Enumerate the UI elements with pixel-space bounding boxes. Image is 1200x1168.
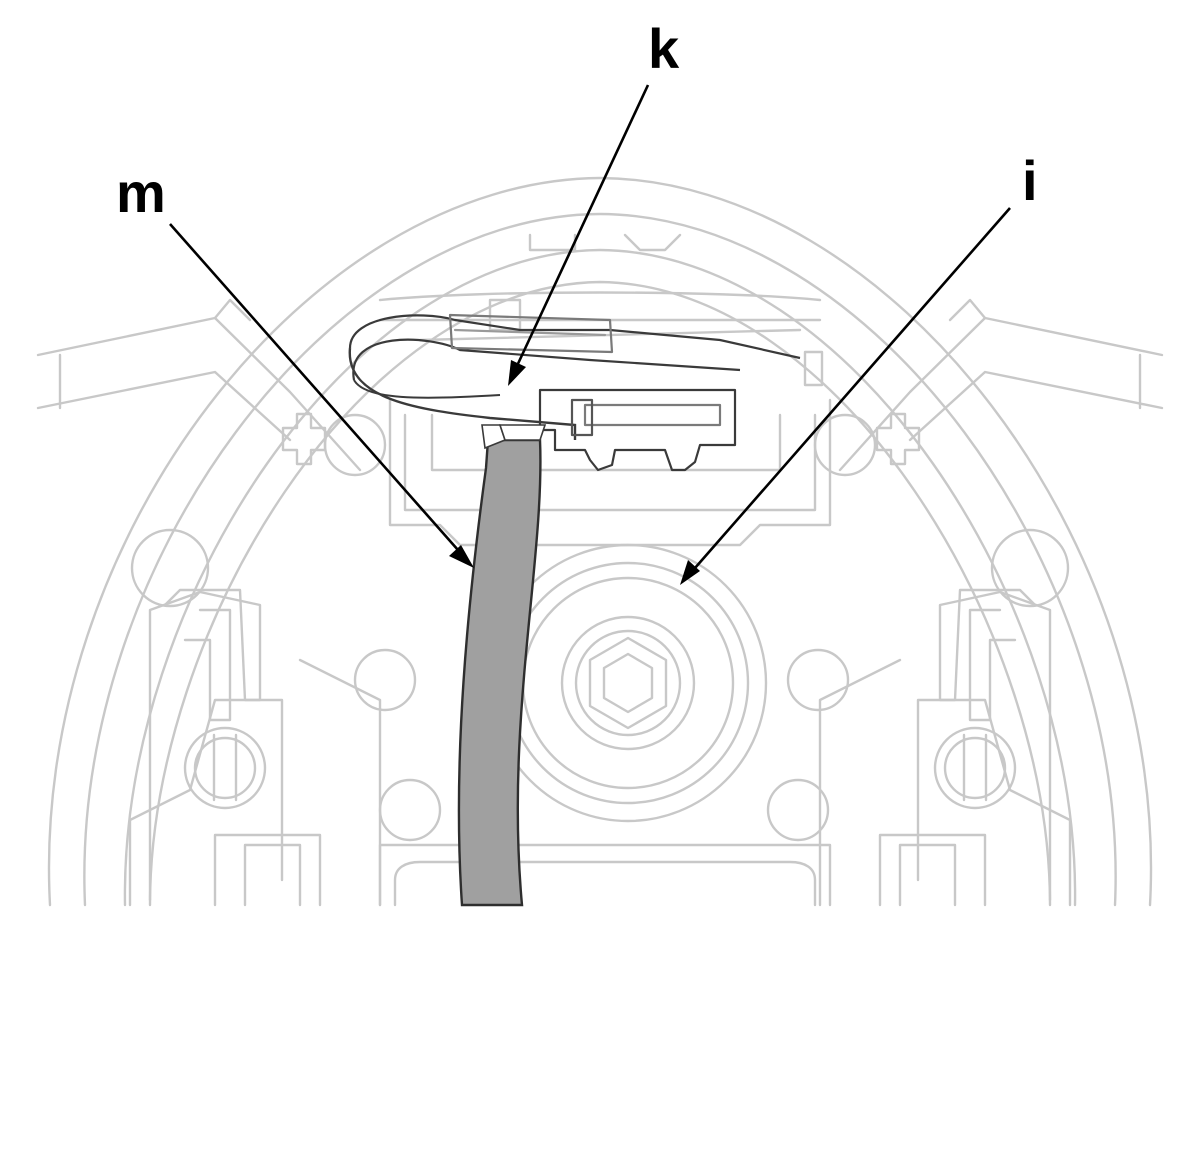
leader-m (169, 223, 474, 568)
callout-label-k: k (648, 17, 680, 80)
steering-wheel-outline (36, 176, 1164, 907)
airbag-cable (457, 424, 547, 907)
callout-label-i: i (1022, 149, 1038, 212)
leader-k (508, 84, 650, 386)
connector-harness (348, 313, 801, 472)
callout-label-m: m (116, 161, 166, 224)
leader-i (680, 207, 1011, 585)
